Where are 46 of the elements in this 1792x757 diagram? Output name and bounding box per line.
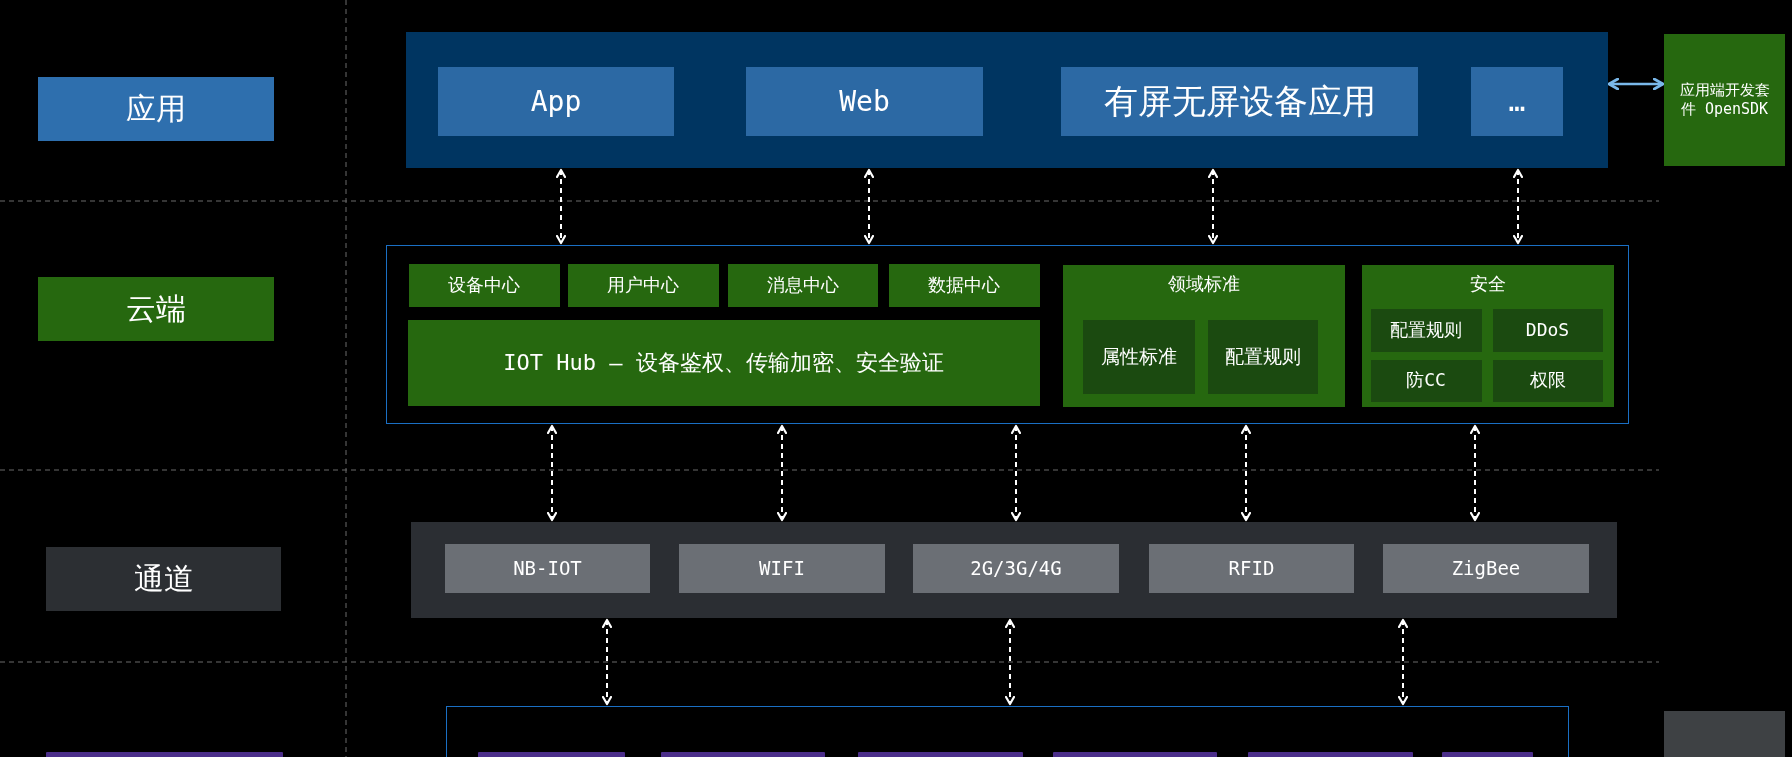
security-box: 防CC [1370,359,1482,402]
layer-label: 通道 [46,547,281,611]
channel-box: 2G/3G/4G [913,544,1119,593]
layer-label: 应用 [38,77,274,141]
panel [386,245,1629,424]
security-box: 权限 [1492,359,1603,402]
double-arrow [1512,168,1524,245]
app-box: App [438,67,674,136]
double-arrow [546,424,558,522]
group-panel [1062,264,1345,407]
double-arrow [1010,424,1022,522]
double-arrow [1004,618,1016,706]
double-arrow [1397,618,1409,706]
app-box: 有屏无屏设备应用 [1061,67,1418,136]
panel [406,32,1608,168]
panel [411,522,1617,618]
double-arrow [601,618,613,706]
app-box: Web [746,67,983,136]
service-box: 消息中心 [727,263,878,307]
panel [1664,711,1785,757]
channel-box: RFID [1149,544,1354,593]
double-arrow [555,168,567,245]
group-panel [1361,264,1614,407]
channel-box: ZigBee [1383,544,1589,593]
security-box: DDoS [1492,308,1603,352]
hub-box: IOT Hub – 设备鉴权、传输加密、安全验证 [407,319,1040,406]
layer-label: 云端 [38,277,274,341]
sdk-box: 应用端开发套件 OpenSDK [1664,34,1785,166]
group-heading: 安全 [1468,272,1507,295]
group-heading: 领域标准 [1166,272,1241,295]
double-arrow [1240,424,1252,522]
standard-box: 配置规则 [1207,319,1318,394]
channel-box: WIFI [679,544,885,593]
service-box: 设备中心 [408,263,560,307]
double-arrow [1607,77,1665,91]
channel-box: NB-IOT [445,544,650,593]
double-arrow [863,168,875,245]
security-box: 配置规则 [1370,308,1482,352]
double-arrow [776,424,788,522]
app-box: … [1471,67,1563,136]
double-arrow [1207,168,1219,245]
double-arrow [1469,424,1481,522]
panel [446,706,1569,757]
service-box: 用户中心 [567,263,719,307]
standard-box: 属性标准 [1082,319,1195,394]
service-box: 数据中心 [888,263,1040,307]
